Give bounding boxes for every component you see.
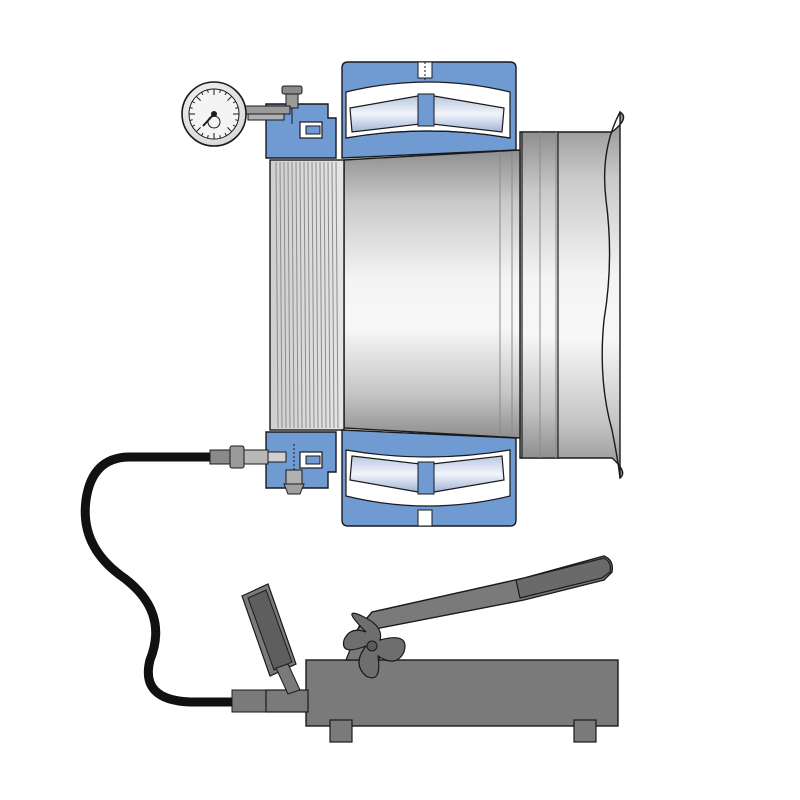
gauge-tick: [235, 107, 239, 109]
gauge-tick: [201, 132, 204, 136]
thread-line: [287, 161, 291, 429]
dial-gauge-icon: [181, 81, 291, 147]
thread-line: [291, 161, 295, 429]
bearing-top-section: [341, 61, 517, 159]
gauge-tick: [224, 132, 227, 136]
gauge-tick: [195, 95, 201, 101]
gauge-tick: [232, 124, 236, 127]
gauge-tick: [207, 135, 209, 139]
gauge-tick: [235, 119, 239, 121]
thread-line: [331, 161, 335, 429]
gauge-tick: [189, 119, 193, 121]
adapter-sleeve: [343, 149, 521, 439]
pump-foot-right: [573, 719, 597, 743]
thread-line: [327, 161, 331, 429]
thread-line: [283, 161, 287, 429]
thread-line: [295, 161, 299, 429]
gauge-tick: [192, 101, 196, 104]
gauge-tick: [227, 95, 233, 101]
thread-line: [323, 161, 327, 429]
pump-foot-left: [329, 719, 353, 743]
thread-line: [275, 161, 279, 429]
bearing-bottom-section: [341, 429, 517, 527]
thread-line: [311, 161, 315, 429]
gauge-tick: [224, 92, 227, 96]
thread-line: [279, 161, 283, 429]
pump-release-valve-knob[interactable]: [342, 612, 406, 679]
pump-pressure-gauge: [241, 583, 301, 695]
gauge-tick: [189, 107, 193, 109]
gauge-tick: [192, 124, 196, 127]
thread-line: [307, 161, 311, 429]
hydraulic-nut-bottom: [265, 431, 337, 495]
gauge-tick: [219, 135, 221, 139]
thread-line: [315, 161, 319, 429]
gauge-tick: [227, 127, 233, 133]
hose-icon: [80, 445, 287, 713]
gauge-tick: [219, 89, 221, 93]
gauge-tick: [207, 89, 209, 93]
thread-line: [335, 161, 339, 429]
gauge-tick: [201, 92, 204, 96]
threaded-section: [269, 159, 345, 431]
thread-line: [319, 161, 323, 429]
shaft: [343, 110, 625, 480]
gauge-tick: [195, 127, 201, 133]
gauge-tick: [232, 101, 236, 104]
hose-pump-fitting: [231, 689, 269, 713]
pump-body: [305, 659, 619, 727]
thread-line: [303, 161, 307, 429]
shaft-break-line: [601, 111, 621, 479]
hand-pump-icon: [241, 555, 619, 743]
hydraulic-nut-top: [265, 85, 337, 159]
thread-line: [299, 161, 303, 429]
